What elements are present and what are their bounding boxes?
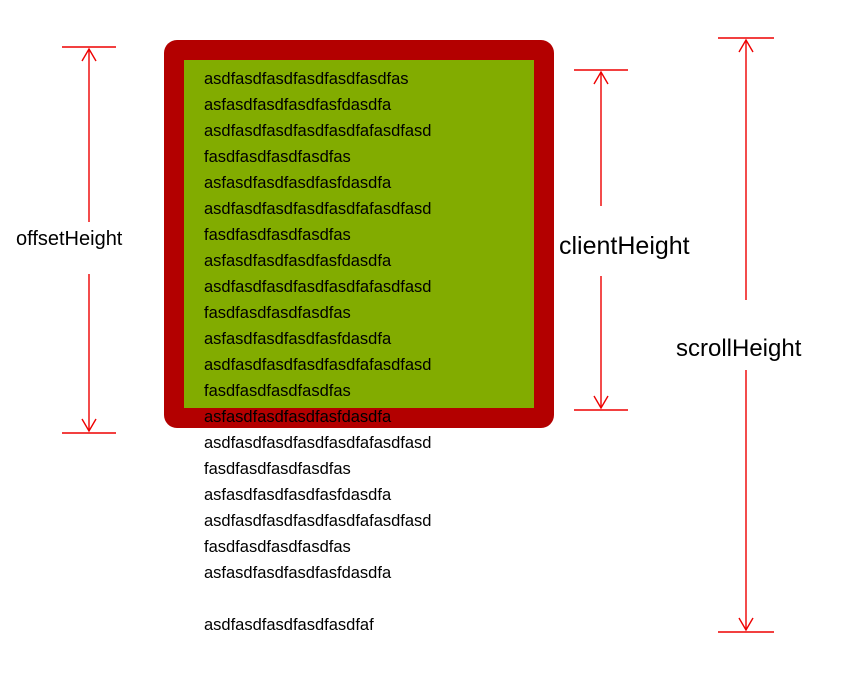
scroll-height-label: scrollHeight (674, 335, 804, 363)
text-line: asfasdfasdfasdfasfdasdfa (204, 564, 392, 582)
text-line: asdfasdfasdfasdfasdfafasdfasd (204, 200, 432, 218)
element-content-area (184, 60, 534, 408)
text-line: asdfasdfasdfasdfasdfasdfas (204, 70, 409, 88)
text-line: fasdfasdfasdfasdfas (204, 460, 351, 478)
client-height-label: clientHeight (557, 232, 692, 261)
text-line: asfasdfasdfasdfasfdasdfa (204, 486, 392, 504)
text-line: fasdfasdfasdfasdfas (204, 382, 351, 400)
client-height-up-arrowhead (593, 70, 609, 85)
text-line: asfasdfasdfasdfasfdasdfa (204, 330, 392, 348)
text-line: asfasdfasdfasdfasfdasdfa (204, 252, 392, 270)
text-line: asdfasdfasdfasdfasdfafasdfasd (204, 356, 432, 374)
text-line: asdfasdfasdfasdfasdfafasdfasd (204, 122, 432, 140)
text-line: asdfasdfasdfasdfasdfafasdfasd (204, 278, 432, 296)
text-line: asfasdfasdfasdfasfdasdfa (204, 174, 392, 192)
text-line: asdfasdfasdfasdfasdfafasdfasd (204, 434, 432, 452)
text-line: fasdfasdfasdfasdfas (204, 148, 351, 166)
text-line: asdfasdfasdfasdfasdfafasdfasd (204, 512, 432, 530)
text-line: asfasdfasdfasdfasfdasdfa (204, 408, 392, 426)
client-height-arrow (574, 69, 628, 411)
offset-height-label: offsetHeight (14, 228, 125, 251)
text-line: asdfasdfasdfasdfasdfaf (204, 616, 374, 634)
scroll-height-down-arrowhead (738, 617, 754, 632)
text-line: fasdfasdfasdfasdfas (204, 304, 351, 322)
text-line: fasdfasdfasdfasdfas (204, 538, 351, 556)
client-height-down-arrowhead (593, 395, 609, 410)
text-line: fasdfasdfasdfasdfas (204, 226, 351, 244)
content-text-block: asdfasdfasdfasdfasdfasdfas asfasdfasdfasd… (204, 66, 432, 638)
offset-height-down-arrowhead (81, 418, 97, 433)
text-line: asfasdfasdfasdfasfdasdfa (204, 96, 392, 114)
scroll-height-up-arrowhead (738, 38, 754, 53)
offset-height-up-arrowhead (81, 47, 97, 62)
scroll-height-arrow (718, 37, 774, 633)
offset-height-arrow (62, 46, 116, 434)
